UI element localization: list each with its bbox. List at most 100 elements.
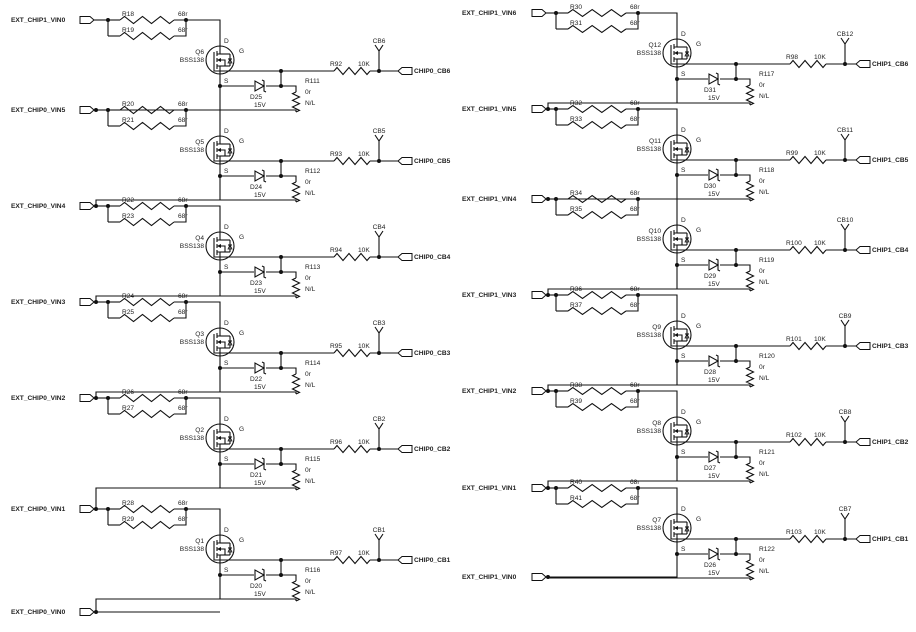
zener-diode	[708, 168, 721, 182]
drain-pin-label: D	[681, 127, 686, 134]
transistor-ref: Q2	[195, 427, 204, 434]
output-net-label: CHIP0_CB2	[414, 446, 451, 453]
resistor-ra	[567, 386, 627, 396]
input-net-label: EXT_CHIP1_VIN2	[462, 388, 517, 395]
wire	[626, 13, 639, 30]
source-pin-label: S	[681, 71, 686, 78]
output-port	[855, 342, 871, 350]
pulldown-nl: N/L	[759, 471, 770, 478]
test-point-label: CB1	[373, 527, 386, 534]
input-net-label: EXT_CHIP0_VIN5	[11, 107, 66, 114]
resistor-pulldown	[291, 181, 301, 203]
resistor-pulldown	[745, 559, 755, 581]
junction-dot	[184, 204, 188, 208]
input-port	[531, 573, 547, 581]
resistor-rb-ref: R25	[122, 309, 134, 316]
test-point-symbol	[840, 37, 850, 45]
drain-pin-label: D	[224, 527, 229, 534]
resistor-ra-value: 68r	[178, 389, 188, 396]
resistor-series	[333, 444, 371, 454]
wire	[266, 353, 282, 369]
resistor-series-ref: R101	[786, 336, 802, 343]
test-point-label: CB4	[373, 224, 386, 231]
output-port	[397, 67, 413, 75]
resistor-series-ref: R103	[786, 529, 802, 536]
zener-diode	[708, 547, 721, 561]
resistor-series	[789, 59, 827, 69]
resistor-series-ref: R102	[786, 432, 802, 439]
right-bottom-input: EXT_CHIP1_VIN0	[462, 573, 677, 581]
resistor-ra-value: 68r	[630, 100, 640, 107]
wire	[670, 247, 695, 251]
transistor-ref: Q1	[195, 538, 204, 545]
wire	[677, 102, 751, 105]
resistor-rb-ref: R27	[122, 405, 134, 412]
resistor-series-value: 10K	[358, 247, 370, 254]
test-point-symbol	[374, 44, 384, 52]
wire	[670, 157, 695, 161]
pulldown-ref: R111	[305, 78, 320, 85]
test-point-label: CB7	[839, 506, 852, 513]
junction-dot	[636, 486, 640, 490]
zener-value: 15V	[708, 377, 720, 384]
wire	[174, 302, 187, 319]
pulldown-value: 0r	[759, 178, 766, 185]
test-point-label: CB11	[837, 127, 853, 134]
junction-dot	[636, 197, 640, 201]
wire	[670, 343, 695, 347]
resistor-rb-ref: R31	[570, 20, 582, 27]
output-net-label: CHIP0_CB5	[414, 158, 451, 165]
input-port	[79, 298, 95, 306]
drain-pin-label: D	[681, 217, 686, 224]
resistor-rb-value: 68r	[630, 495, 640, 502]
pulldown-value: 0r	[759, 557, 766, 564]
wire	[677, 288, 751, 291]
resistor-rb-value: 68r	[178, 117, 188, 124]
input-port	[531, 195, 547, 203]
source-pin-label: S	[681, 167, 686, 174]
zener-ref: D30	[704, 183, 716, 190]
test-point-symbol	[840, 133, 850, 141]
resistor-rb	[567, 402, 627, 412]
resistor-rb-ref: R23	[122, 213, 134, 220]
input-port	[79, 16, 95, 24]
wire	[626, 109, 639, 126]
resistor-ra-ref: R30	[570, 4, 582, 11]
resistor-ra	[567, 290, 627, 300]
junction-dot	[184, 507, 188, 511]
wire	[220, 109, 297, 112]
wire	[720, 539, 737, 555]
resistor-series-value: 10K	[814, 529, 826, 536]
pulldown-ref: R116	[305, 567, 321, 574]
output-port	[855, 246, 871, 254]
resistor-ra-ref: R20	[122, 101, 134, 108]
pulldown-value: 0r	[759, 460, 766, 467]
test-point-label: CB10	[837, 217, 854, 224]
zener-diode	[708, 354, 721, 368]
zener-diode	[708, 72, 721, 86]
pulldown-nl: N/L	[759, 189, 770, 196]
source-pin-label: S	[224, 360, 229, 367]
zener-ref: D26	[704, 562, 716, 569]
wire	[677, 384, 751, 387]
input-net-label: EXT_CHIP0_VIN2	[11, 395, 66, 402]
junction-dot	[636, 293, 640, 297]
wire	[266, 161, 282, 177]
output-port	[397, 253, 413, 261]
resistor-series	[333, 348, 371, 358]
input-net-label: EXT_CHIP1_VIN0	[11, 17, 66, 24]
zener-diode	[254, 568, 267, 582]
resistor-ra	[567, 8, 627, 18]
test-point-label: CB12	[837, 31, 854, 38]
resistor-rb-value: 68r	[178, 213, 188, 220]
zener-diode	[254, 265, 267, 279]
resistor-ra	[567, 483, 627, 493]
resistor-rb	[119, 217, 175, 227]
resistor-pulldown	[745, 84, 755, 106]
transistor-part: BSS138	[637, 50, 662, 57]
wire	[626, 294, 678, 321]
